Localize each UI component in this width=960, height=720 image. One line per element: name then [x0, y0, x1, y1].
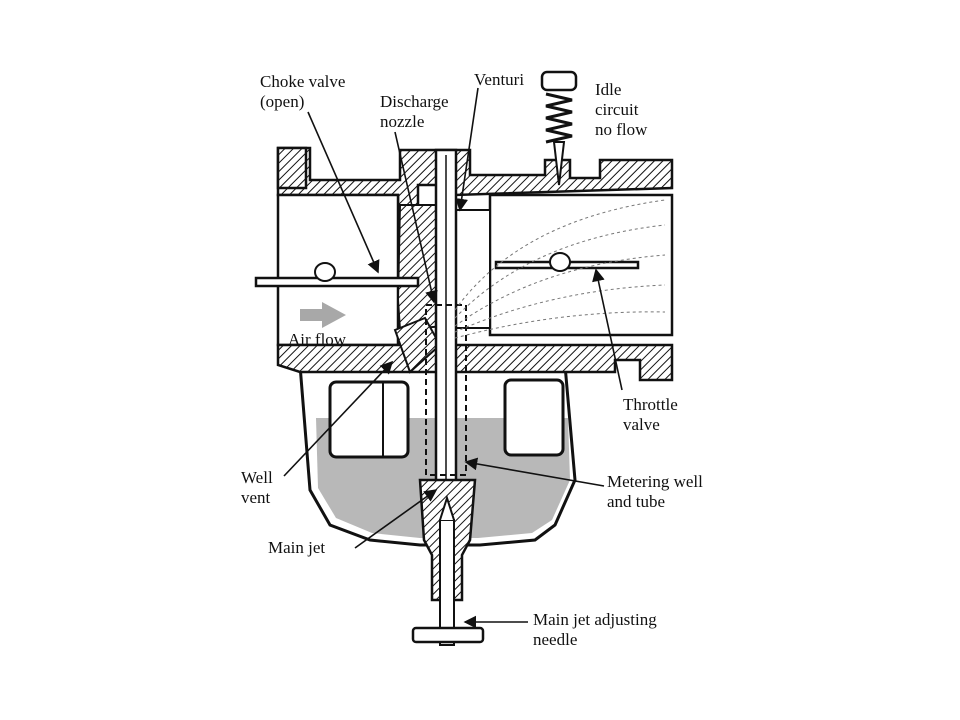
- main-jet-assembly: [411, 478, 485, 646]
- float-left: [328, 380, 410, 459]
- label-throttle-valve: Throttle valve: [623, 395, 678, 434]
- leader-lines: [283, 87, 623, 629]
- fuel-spray-lines: [454, 199, 666, 339]
- label-main-jet: Main jet: [268, 538, 326, 557]
- label-venturi: Venturi: [474, 70, 525, 89]
- label-idle-circuit: Idle circuit no flow: [595, 80, 648, 139]
- label-well-vent: Well vent: [241, 468, 273, 507]
- label-choke-valve: Choke valve (open): [260, 72, 346, 111]
- air-flow-arrow: [300, 302, 346, 328]
- idle-screw: [540, 70, 578, 186]
- carburetor-cutaway-drawing: [254, 70, 674, 646]
- diagram-panel: Choke valve (open) Discharge nozzle Vent…: [205, 60, 750, 660]
- label-air-flow: Air flow: [288, 330, 347, 349]
- choke-valve-plate: [254, 262, 420, 288]
- label-main-jet-adjusting-needle: Main jet adjusting needle: [533, 610, 657, 649]
- label-metering-well: Metering well and tube: [607, 472, 703, 511]
- float-right: [503, 378, 565, 457]
- label-discharge-nozzle: Discharge nozzle: [380, 92, 449, 131]
